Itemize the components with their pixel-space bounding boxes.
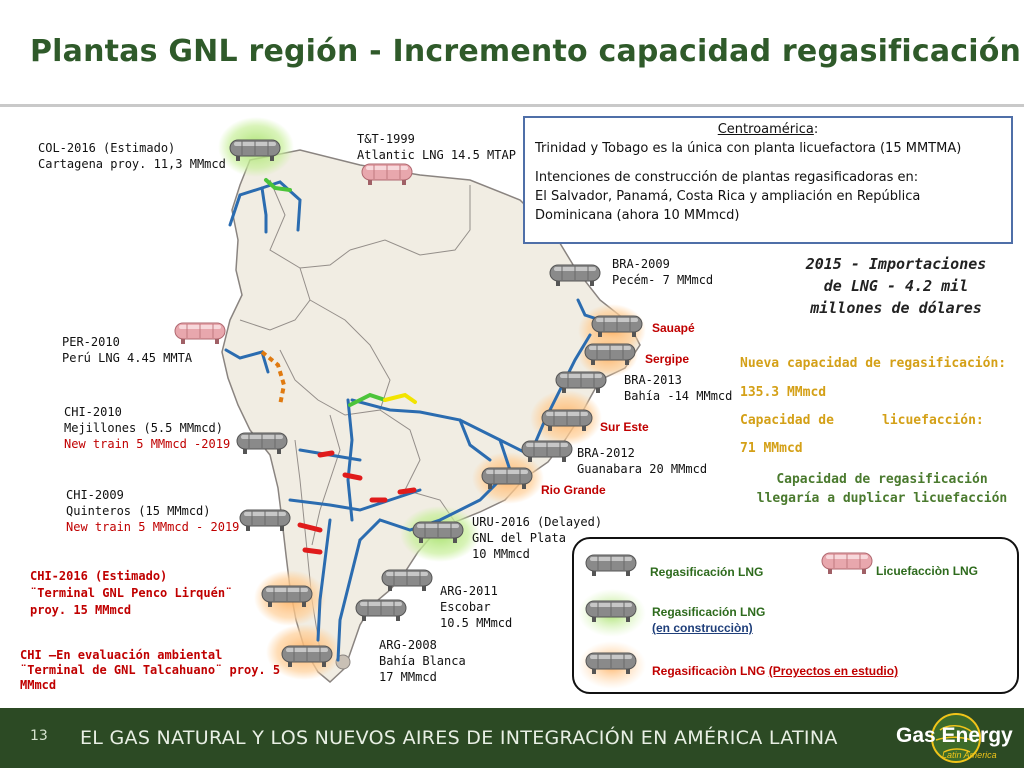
label-chi2009-line2: Quinteros (15 MMmcd) [66,504,211,518]
label-chi2016-line3: proy. 15 MMmcd [30,603,132,617]
page-number: 13 [30,728,48,744]
label-arg2011-line1: ARG-2011 [440,584,498,598]
site-sauape: Sauapé [652,321,695,335]
regas-capacity-label: Nueva capacidad de regasificación: [740,356,1007,371]
label-chi2010-line3: New train 5 MMmcd -2019 [64,437,231,451]
label-uru-line1: URU-2016 (Delayed) [472,515,603,529]
legend-estudio-label-a: Regasificaciòn LNG [652,664,769,678]
centroamerica-line1: Trinidad y Tobago es la única con planta… [535,141,962,156]
tank-chi2010 [236,432,288,455]
label-uru-line3: 10 MMmcd [472,547,530,561]
label-uru: URU-2016 (Delayed) GNL del Plata 10 MMmc… [472,514,602,562]
site-rio-grande: Rio Grande [541,483,606,497]
centroamerica-line3: El Salvador, Panamá, Costa Rica y amplia… [535,189,921,204]
legend-regas-icon [585,554,637,577]
label-bra2012: BRA-2012 Guanabara 20 MMmcd [577,445,707,477]
imports-line2: de LNG - 4.2 mil [823,277,969,295]
centroamerica-heading: Centroamérica [717,122,814,137]
label-bra2013-line1: BRA-2013 [624,373,682,387]
label-chieval-line3: MMmcd [20,678,57,692]
regas-capacity-value: 135.3 MMmcd [740,385,827,400]
legend-icons [578,552,873,689]
centroamerica-spacer [535,158,1001,168]
label-tt: T&T-1999 Atlantic LNG 14.5 MTAP [357,131,516,163]
tank-bahiablanca [355,599,407,622]
capacity-note-line2: llegaría a duplicar licuefacción [756,491,1008,506]
footer-bar [0,708,1024,768]
page-title: Plantas GNL región - Incremento capacida… [30,34,1022,69]
globe-logo-icon [931,713,981,763]
pipelines-planned [297,450,417,555]
label-chi2009-line3: New train 5 MMmcd - 2019 [66,520,240,534]
label-bra2009-line2: Pecém- 7 MMmcd [612,273,714,287]
label-arg2008-line2: Bahía Blanca [379,654,466,668]
label-arg2011-line3: 10.5 MMmcd [440,616,513,630]
legend-construccion-sublabel: (en construcciòn) [652,621,753,635]
capacity-note-line1: Capacidad de regasificación [776,472,988,487]
label-chieval-line1: CHI –En evaluación ambiental [20,648,223,662]
label-chi2016-line1: CHI-2016 (Estimado) [30,569,168,583]
label-per-line1: PER-2010 [62,335,120,349]
label-arg2008-line1: ARG-2008 [379,638,437,652]
label-col: COL-2016 (Estimado) Cartagena proy. 11,3… [38,140,226,172]
centroamerica-line2: Intenciones de construcción de plantas r… [535,170,919,185]
label-bra2013-line2: Bahía -14 MMmcd [624,389,733,403]
tank-chi2009 [239,509,291,532]
label-col-line1: COL-2016 (Estimado) [38,141,176,155]
label-chi2009-line1: CHI-2009 [66,488,124,502]
south-america-map [174,117,646,683]
label-chi2010: CHI-2010 Mejillones (5.5 MMmcd) New trai… [64,404,230,452]
label-per-line2: Perú LNG 4.45 MMTA [62,351,193,365]
legend-licue-icon [821,552,873,575]
label-tt-line2: Atlantic LNG 14.5 MTAP [357,148,516,162]
label-bra2012-line1: BRA-2012 [577,446,635,460]
centroamerica-line4: Dominicana (ahora 10 MMmcd) [535,208,740,223]
logo-subtitle: Latin America [942,750,997,760]
label-chieval-line2: ¨Terminal de GNL Talcahuano¨ proy. 5 [20,663,281,677]
label-bra2009: BRA-2009 Pecém- 7 MMmcd [612,256,713,288]
capacity-note: Capacidad de regasificación llegaría a d… [742,470,1022,508]
imports-line1: 2015 - Importaciones [805,255,987,273]
licue-capacity-value: 71 MMmcd [740,441,803,456]
label-uru-line2: GNL del Plata [472,531,566,545]
label-chi2010-line1: CHI-2010 [64,405,122,419]
site-sur-este: Sur Este [600,420,649,434]
label-bra2013: BRA-2013 Bahía -14 MMmcd [624,372,732,404]
label-chi2010-line2: Mejillones (5.5 MMmcd) [64,421,223,435]
centroamerica-heading-row: Centroamérica: [535,120,1001,139]
label-arg2008-line3: 17 MMmcd [379,670,437,684]
imports-line3: millones de dólares [810,299,982,317]
imports-note: 2015 - Importaciones de LNG - 4.2 mil mi… [780,253,1012,319]
legend-estudio-label: Regasificaciòn LNG (Proyectos en estudio… [652,664,898,678]
legend-construccion-label: Regasificación LNG [652,605,766,619]
title-divider [0,104,1024,107]
licue-capacity-label-b: licuefacción: [882,413,984,428]
licue-capacity-label-a: Capacidad de [740,413,834,428]
label-bra2009-line1: BRA-2009 [612,257,670,271]
label-chi2016-line2: ¨Terminal GNL Penco Lirquén¨ [30,586,233,600]
label-chi2009: CHI-2009 Quinteros (15 MMmcd) New train … [66,487,239,535]
label-tt-line1: T&T-1999 [357,132,415,146]
label-col-line2: Cartagena proy. 11,3 MMmcd [38,157,226,171]
label-per: PER-2010 Perú LNG 4.45 MMTA [62,334,192,366]
pipelines-existing [224,180,602,662]
footer-title: EL GAS NATURAL Y LOS NUEVOS AIRES DE INT… [80,727,838,749]
logo-text: Gas Energy [896,724,1013,747]
label-arg2011-line2: Escobar [440,600,491,614]
legend: Regasificación LNG Licuefacciòn LNG Rega… [572,537,1019,694]
legend-licue-label: Licuefacciòn LNG [876,564,979,578]
label-arg2008: ARG-2008 Bahía Blanca 17 MMmcd [379,637,466,685]
legend-regas-label: Regasificación LNG [650,565,764,579]
label-bra2012-line2: Guanabara 20 MMmcd [577,462,708,476]
site-sergipe: Sergipe [645,352,690,366]
centroamerica-colon: : [813,122,819,137]
label-chieval: CHI –En evaluación ambiental ¨Terminal d… [20,648,280,693]
legend-estudio-label-b: (Proyectos en estudio) [768,664,899,678]
centroamerica-box: Centroamérica: Trinidad y Tobago es la ú… [523,116,1013,244]
label-chi2016: CHI-2016 (Estimado) ¨Terminal GNL Penco … [30,568,232,619]
tank-escobar [381,569,433,592]
label-arg2011: ARG-2011 Escobar 10.5 MMmcd [440,583,512,631]
